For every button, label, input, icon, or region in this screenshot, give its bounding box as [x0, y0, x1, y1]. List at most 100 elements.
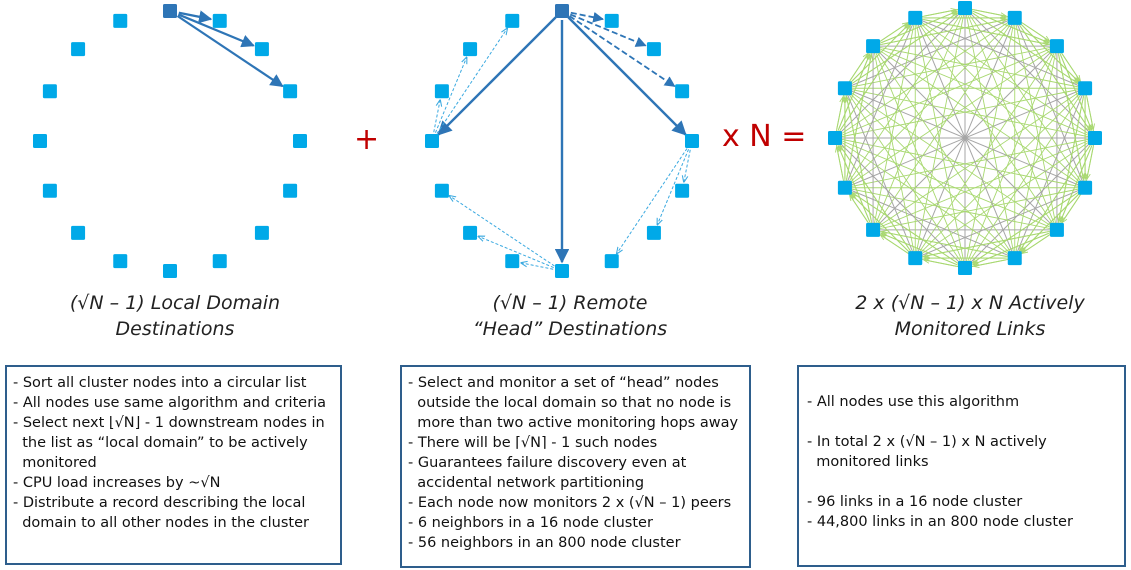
head-domain-arrow [433, 100, 440, 133]
mesh-arrow [850, 195, 869, 223]
cluster-nodes [33, 1, 1102, 278]
cluster-node [163, 4, 177, 18]
cluster-node [1088, 131, 1102, 145]
head-domain-arrow [521, 263, 554, 270]
mesh-arrow [1021, 22, 1049, 41]
cluster-node [71, 225, 86, 240]
note-line: - Select and monitor a set of “head” nod… [408, 375, 719, 391]
cluster-node [604, 13, 619, 28]
head-domain-arrow [657, 149, 690, 224]
caption-local-domain-line2: Destinations [115, 318, 235, 340]
mesh-link [872, 45, 1096, 139]
cluster-node [1078, 180, 1093, 195]
mesh-arrow [846, 55, 872, 180]
full-mesh-links [834, 7, 1096, 269]
note-line: more than two active monitoring hops awa… [408, 415, 739, 431]
cluster-node [866, 39, 881, 54]
cluster-node [42, 183, 57, 198]
caption-local-domain-line1: (√N – 1) Local Domain [69, 292, 281, 314]
local-domain-notes: - Sort all cluster nodes into a circular… [5, 365, 342, 565]
mesh-arrow [1021, 193, 1080, 252]
mesh-arrow [1019, 25, 1090, 130]
note-line: - Select next ⌊√N⌋ - 1 downstream nodes … [13, 415, 325, 431]
head-domain-arrow [436, 28, 507, 134]
cluster-node [837, 180, 852, 195]
cluster-node [828, 131, 842, 145]
caption-remote-head-line2: “Head” Destinations [472, 318, 668, 340]
head-domain-arrow [478, 236, 554, 269]
local-domain-dashed-arrow [568, 15, 676, 87]
cluster-node [675, 84, 690, 99]
actively-monitored-notes-list: - All nodes use this algorithm - In tota… [807, 392, 1124, 532]
local-domain-arrow [176, 15, 284, 88]
note-line: - All nodes use this algorithm [807, 394, 1020, 410]
cluster-node [1007, 251, 1022, 266]
mesh-link [834, 137, 1015, 259]
cluster-node [908, 251, 923, 266]
head-domain-arrow [684, 149, 691, 182]
note-line: - In total 2 x (√N – 1) x N actively [807, 434, 1047, 450]
cluster-node [675, 183, 690, 198]
cluster-node [555, 264, 569, 278]
mesh-link [844, 17, 916, 188]
cluster-node [505, 254, 520, 269]
cluster-node [113, 13, 128, 28]
mesh-link [915, 17, 1096, 139]
mesh-arrow [974, 259, 1007, 266]
mesh-arrow [880, 23, 908, 42]
mesh-link [914, 7, 966, 259]
cluster-node [113, 254, 128, 269]
mesh-arrow [1087, 146, 1094, 179]
mesh-arrow [973, 10, 1048, 42]
cluster-node [1007, 10, 1022, 25]
mesh-link [872, 17, 1016, 231]
note-line: - 44,800 links in an 800 node cluster [807, 514, 1073, 530]
note-line: - 6 neighbors in a 16 node cluster [408, 515, 653, 531]
cluster-node [958, 261, 972, 275]
mesh-link [914, 17, 1016, 259]
mesh-arrow [881, 20, 1006, 45]
mesh-link [834, 137, 1086, 189]
local-domain-arrow [178, 10, 213, 24]
mesh-arrow [881, 233, 957, 266]
plus-operator: + [354, 122, 380, 157]
mesh-arrow [1086, 96, 1093, 129]
actively-monitored-notes: - All nodes use this algorithm - In tota… [797, 365, 1126, 567]
cluster-node [163, 264, 177, 278]
caption-monitored-links: 2 x (√N – 1) x N Actively Monitored Link… [835, 290, 1105, 342]
cluster-node [434, 183, 449, 198]
mesh-link [872, 17, 916, 231]
note-line: - Guarantees failure discovery even at [408, 455, 687, 471]
remote-head-arrow [567, 16, 687, 136]
note-line: - There will be ⌈√N⌉ - 1 such nodes [408, 435, 658, 451]
mesh-link [872, 45, 1086, 189]
cluster-node [1049, 39, 1064, 54]
mesh-link [844, 45, 1058, 189]
cluster-node [463, 42, 478, 57]
mesh-arrow [1061, 53, 1080, 81]
mesh-arrow [1020, 145, 1091, 250]
mesh-arrow [1020, 23, 1079, 82]
note-line [807, 472, 1124, 492]
mesh-link [964, 17, 1016, 269]
cluster-node [1049, 222, 1064, 237]
mesh-arrow [851, 194, 910, 253]
remote-head-arrow [437, 16, 557, 136]
mesh-link [844, 88, 966, 269]
cluster-node [604, 254, 619, 269]
mesh-arrow [881, 235, 909, 254]
note-line: monitored [13, 455, 97, 471]
mesh-arrow [1022, 234, 1050, 253]
mesh-arrow [972, 12, 1077, 83]
head-domain-arrow [434, 57, 466, 133]
mesh-arrow [1059, 96, 1084, 221]
mesh-arrow [924, 231, 1049, 257]
cluster-node [555, 4, 569, 18]
caption-remote-head-line1: (√N – 1) Remote [492, 292, 648, 314]
cluster-node [254, 42, 269, 57]
mesh-arrow [836, 97, 843, 130]
remote-head-notes-list: - Select and monitor a set of “head” nod… [408, 373, 749, 553]
cluster-node [212, 13, 227, 28]
mesh-link [844, 87, 1096, 139]
cluster-monitoring-diagram [33, 1, 1102, 278]
